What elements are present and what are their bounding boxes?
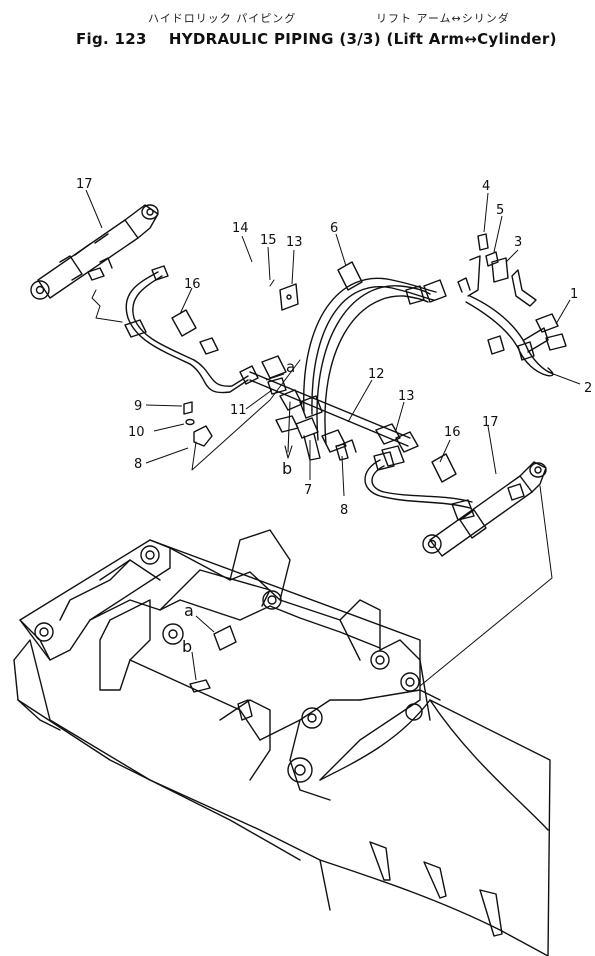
callout-a-bucket: a xyxy=(184,601,194,620)
clamp-8 xyxy=(193,425,213,447)
pin-boss-4 xyxy=(262,590,282,610)
jp-title-lift-arm-cylinder: リフト アーム↔シリンダ xyxy=(376,12,510,25)
callout-10: 10 xyxy=(128,425,145,440)
pin-boss-1 xyxy=(140,545,160,565)
callout-13-upper: 13 xyxy=(286,235,303,250)
sheet-indicator: (3/3) xyxy=(339,30,381,48)
figure-header: ハイドロリック パイピング リフト アーム↔シリンダ Fig. 123 HYDR… xyxy=(0,0,595,56)
callout-16-left: 16 xyxy=(184,277,201,292)
pin-boss-3 xyxy=(162,623,184,645)
figure-number: Fig. 123 xyxy=(76,30,147,48)
callout-8-left: 8 xyxy=(134,457,142,472)
clamp-3 xyxy=(491,257,509,283)
callout-12: 12 xyxy=(368,367,385,382)
bucket-clamp-a xyxy=(213,625,237,651)
bolt-9 xyxy=(183,401,193,415)
callout-6: 6 xyxy=(330,221,338,236)
moldboard-blade xyxy=(319,689,551,956)
callout-16-right: 16 xyxy=(444,425,461,440)
pin-boss-8 xyxy=(287,757,313,783)
callout-b-upper: b xyxy=(282,459,292,478)
right-hose-assembly xyxy=(364,451,475,521)
callout-17-right: 17 xyxy=(482,415,499,430)
jp-title-hydraulic-piping: ハイドロリック パイピング xyxy=(148,12,297,25)
bracket-7 xyxy=(295,417,319,439)
part-11 xyxy=(267,377,287,395)
figure-subtitle: (Lift Arm↔Cylinder) xyxy=(386,30,557,48)
callout-a-upper: a xyxy=(286,358,295,376)
center-manifold-pipes xyxy=(249,355,419,467)
callout-labels: 17 16 14 15 13 6 4 5 3 1 2 9 10 8 11 12 … xyxy=(76,177,592,656)
figure-title-text: HYDRAULIC PIPING xyxy=(168,30,334,48)
left-lift-cylinder xyxy=(30,204,159,300)
tooth-1 xyxy=(369,841,391,881)
bucket-clamp-b xyxy=(189,679,211,693)
washer-10 xyxy=(185,418,195,426)
pin-boss-7 xyxy=(301,707,323,729)
callout-14: 14 xyxy=(232,221,249,236)
callout-7: 7 xyxy=(304,483,312,498)
left-hose-assembly xyxy=(124,265,259,394)
callout-3: 3 xyxy=(514,235,522,250)
callout-leaders xyxy=(85,189,581,681)
pin-boss-2 xyxy=(34,622,54,642)
right-pipe-2 xyxy=(457,255,554,377)
callout-9: 9 xyxy=(134,399,142,414)
callout-1: 1 xyxy=(570,287,578,302)
arched-pipes xyxy=(303,277,447,445)
callout-4: 4 xyxy=(482,179,490,194)
washer-5 xyxy=(485,251,499,267)
tooth-3 xyxy=(479,889,503,937)
callout-13-lower: 13 xyxy=(398,389,415,404)
clamp-13-upper xyxy=(279,283,299,311)
figure-title: Fig. 123 HYDRAULIC PIPING (3/3) (Lift Ar… xyxy=(76,30,557,48)
tooth-2 xyxy=(423,861,447,899)
callout-8-right: 8 xyxy=(340,503,348,518)
bucket-frame xyxy=(13,529,431,911)
callout-11: 11 xyxy=(230,403,247,418)
callout-2: 2 xyxy=(584,381,592,396)
fitting-1 xyxy=(511,269,537,307)
callout-5: 5 xyxy=(496,203,504,218)
pin-boss-6 xyxy=(400,672,420,692)
bolt-4 xyxy=(477,233,489,251)
callout-17-left: 17 xyxy=(76,177,93,192)
pin-boss-5 xyxy=(370,650,390,670)
right-lift-cylinder xyxy=(422,461,547,557)
callout-b-bucket: b xyxy=(182,637,192,656)
callout-15: 15 xyxy=(260,233,277,248)
